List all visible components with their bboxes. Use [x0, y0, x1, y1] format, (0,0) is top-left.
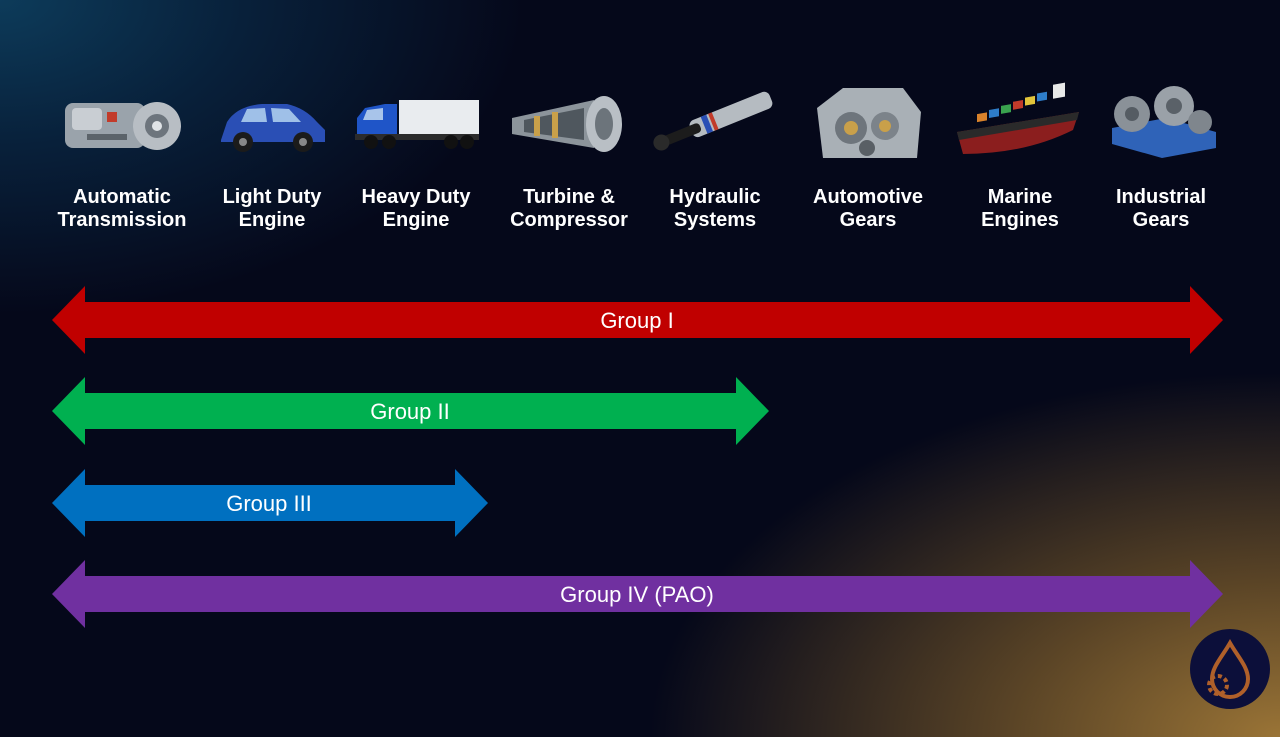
- app-automatic-transmission: Automatic Transmission: [52, 0, 192, 250]
- group-iv-label: Group IV (PAO): [560, 582, 714, 607]
- app-hydraulic-systems: Hydraulic Systems: [645, 0, 785, 250]
- group-i-arrow: [52, 286, 1223, 354]
- app-turbine-compressor: Turbine & Compressor: [499, 0, 639, 250]
- app-marine-engines: Marine Engines: [950, 0, 1090, 250]
- gearbox-icon: [803, 78, 933, 168]
- app-label: Automotive Gears: [813, 186, 923, 231]
- truck-icon: [351, 78, 481, 168]
- app-label: Marine Engines: [981, 186, 1059, 231]
- group-iv-arrow: [52, 560, 1223, 628]
- app-automotive-gears: Automotive Gears: [798, 0, 938, 250]
- app-label: Automatic Transmission: [57, 186, 187, 231]
- app-light-duty-engine: Light Duty Engine: [202, 0, 342, 250]
- app-label: Light Duty Engine: [222, 186, 322, 231]
- car-icon: [207, 78, 337, 168]
- ship-icon: [955, 78, 1085, 168]
- oil-drop-gear-icon: [1190, 629, 1270, 709]
- app-industrial-gears: Industrial Gears: [1091, 0, 1231, 250]
- group-iii-arrow: [52, 469, 488, 537]
- application-row: Automatic Transmission Light Duty Engine: [0, 0, 1280, 250]
- hydraulic-cylinder-icon: [650, 78, 780, 168]
- app-label: Hydraulic Systems: [669, 186, 761, 231]
- industrial-gearbox-icon: [1096, 78, 1226, 168]
- app-label: Turbine & Compressor: [510, 186, 628, 231]
- transmission-icon: [57, 78, 187, 168]
- app-heavy-duty-engine: Heavy Duty Engine: [346, 0, 486, 250]
- group-ii-label: Group II: [370, 399, 450, 424]
- app-label: Heavy Duty Engine: [361, 186, 471, 231]
- group-iii-label: Group III: [226, 491, 312, 516]
- app-label: Industrial Gears: [1115, 186, 1206, 231]
- turbine-icon: [504, 78, 634, 168]
- group-i-label: Group I: [600, 308, 674, 333]
- group-ii-arrow: [52, 377, 769, 445]
